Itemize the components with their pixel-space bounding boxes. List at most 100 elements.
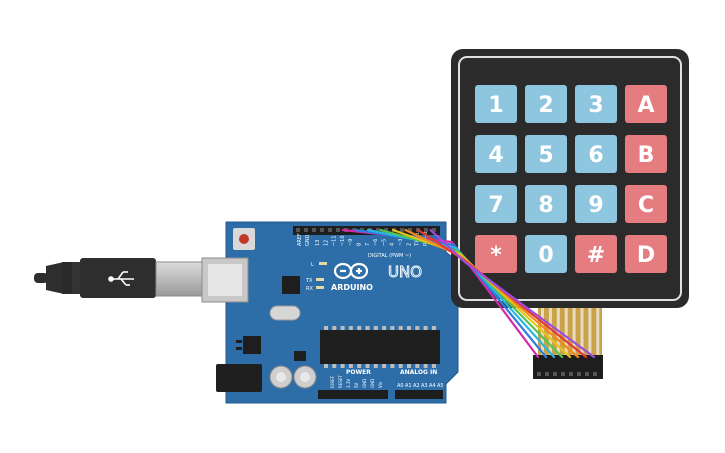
digital-pin-label: 2 <box>406 243 412 246</box>
pin-label-gnd: GND <box>305 234 311 246</box>
ribbon-trace <box>572 306 576 356</box>
digital-pin-label: ~5 <box>381 239 387 246</box>
key-a[interactable]: A <box>625 85 667 123</box>
digital-pin-label: ~11 <box>332 235 338 246</box>
key-7[interactable]: 7 <box>475 185 517 223</box>
pin-label-3v3: 3.3V <box>346 379 351 388</box>
digital-pin-label: 12 <box>323 240 329 246</box>
jumper-wire[interactable] <box>404 228 580 359</box>
board-brand: ARDUINO <box>331 283 373 292</box>
power-header <box>318 390 388 399</box>
key-star[interactable]: * <box>475 235 517 273</box>
digital-header <box>293 226 440 235</box>
connector-pin <box>537 372 541 376</box>
key-label: 7 <box>488 193 503 218</box>
key-label: C <box>638 193 654 218</box>
key-b[interactable]: B <box>625 135 667 173</box>
pin-label-a3: A3 <box>421 383 428 389</box>
key-cap <box>575 185 617 223</box>
key-d[interactable]: D <box>625 235 667 273</box>
crystal <box>269 305 301 321</box>
key-label: 5 <box>538 143 553 168</box>
key-cap <box>625 185 667 223</box>
usb-icon <box>108 271 134 286</box>
key-cap <box>625 235 667 273</box>
digital-pin-label: 13 <box>315 240 321 246</box>
key-cap <box>525 85 567 123</box>
key-label: 6 <box>588 143 603 168</box>
ribbon-trace <box>548 306 552 356</box>
jumper-wire[interactable] <box>366 228 556 359</box>
pin-label-reset: RESET <box>338 375 343 388</box>
key-label: D <box>637 243 655 268</box>
connector-pin <box>545 372 549 376</box>
key-label: A <box>637 93 654 118</box>
key-2[interactable]: 2 <box>525 85 567 123</box>
key-1[interactable]: 1 <box>475 85 517 123</box>
digital-pin-label: 7 <box>365 243 371 246</box>
pin-label-vin: Vin <box>378 381 383 388</box>
key-label: # <box>587 243 605 268</box>
key-cap <box>525 185 567 223</box>
atmega-chip <box>320 330 440 364</box>
led-l-label: L <box>311 262 314 268</box>
power-label: POWER <box>346 369 371 376</box>
key-6[interactable]: 6 <box>575 135 617 173</box>
key-cap <box>475 85 517 123</box>
key-3[interactable]: 3 <box>575 85 617 123</box>
digital-pin-label: 8 <box>357 243 363 246</box>
keypad-border <box>458 56 682 301</box>
key-5[interactable]: 5 <box>525 135 567 173</box>
key-cap <box>475 235 517 273</box>
analog-label: ANALOG IN <box>400 369 437 376</box>
key-c[interactable]: C <box>625 185 667 223</box>
connector-pin <box>569 372 573 376</box>
key-cap <box>625 135 667 173</box>
digital-pin-label: ~3 <box>398 239 404 246</box>
pin-label-a5: A5 <box>437 383 444 389</box>
key-label: 8 <box>538 193 553 218</box>
jumper-wire[interactable] <box>429 228 596 359</box>
ribbon-trace <box>588 306 592 356</box>
key-cap <box>575 135 617 173</box>
key-8[interactable]: 8 <box>525 185 567 223</box>
key-cap <box>525 235 567 273</box>
ribbon-trace <box>596 306 600 356</box>
key-label: 1 <box>488 93 503 118</box>
keypad-connector[interactable] <box>533 355 603 379</box>
key-cap <box>575 235 617 273</box>
key-cap <box>525 135 567 173</box>
jumper-wire[interactable] <box>391 228 572 359</box>
digital-label: DIGITAL (PWM ~) <box>368 253 411 259</box>
led-l <box>319 262 327 265</box>
digital-pin-label: ~9 <box>348 239 354 246</box>
key-0[interactable]: 0 <box>525 235 567 273</box>
ribbon-trace <box>580 306 584 356</box>
key-hash[interactable]: # <box>575 235 617 273</box>
pin-label-a0: A0 <box>397 383 404 389</box>
pin-label-a1: A1 <box>405 383 412 389</box>
key-cap <box>625 85 667 123</box>
connector-pin <box>553 372 557 376</box>
key-9[interactable]: 9 <box>575 185 617 223</box>
board-model: UNO <box>388 263 422 281</box>
connector-pin <box>561 372 565 376</box>
pin-label-a2: A2 <box>413 383 420 389</box>
pin-label-gnd-2: GND <box>370 379 375 388</box>
pin-label-aref: AREF <box>297 233 303 246</box>
led-rx <box>316 286 324 289</box>
jumper-wire[interactable] <box>379 228 564 359</box>
jumper-wires[interactable] <box>341 228 596 359</box>
pin-label-5v: 5V <box>354 382 359 388</box>
usb-cable[interactable] <box>34 258 205 298</box>
key-cap <box>475 185 517 223</box>
pin-label-a4: A4 <box>429 383 436 389</box>
analog-header <box>395 390 443 399</box>
key-4[interactable]: 4 <box>475 135 517 173</box>
key-label: 3 <box>588 93 603 118</box>
key-cap <box>475 135 517 173</box>
key-cap <box>575 85 617 123</box>
